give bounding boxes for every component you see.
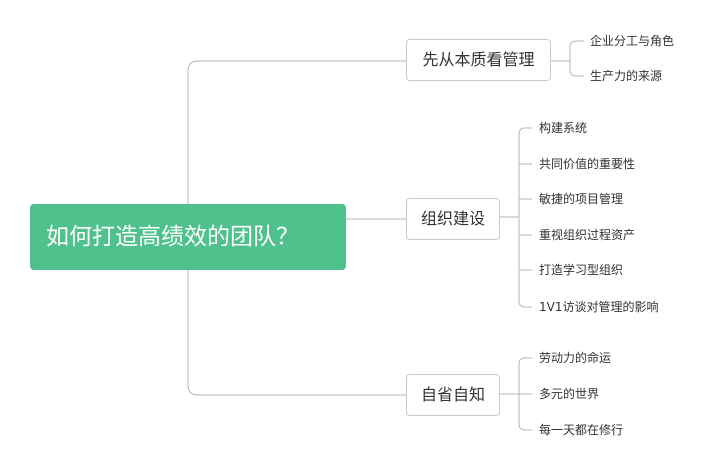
branch2-leaf-bracket bbox=[518, 127, 526, 308]
branch-topic-label: 组织建设 bbox=[420, 209, 485, 228]
subtopic[interactable]: 企业分工与角色 bbox=[590, 34, 675, 48]
subtopic[interactable]: 重视组织过程资产 bbox=[539, 228, 636, 242]
root-topic[interactable]: 如何打造高绩效的团队？ bbox=[30, 204, 346, 270]
subtopic[interactable]: 敏捷的项目管理 bbox=[539, 192, 624, 206]
branch-topic[interactable]: 组织建设 bbox=[406, 198, 500, 240]
subtopic[interactable]: 共同价值的重要性 bbox=[539, 157, 636, 171]
root-topic-label: 如何打造高绩效的团队？ bbox=[46, 224, 299, 250]
branch-topic[interactable]: 先从本质看管理 bbox=[406, 39, 551, 81]
branch-topic-label: 自省自知 bbox=[420, 385, 485, 404]
subtopic[interactable]: 打造学习型组织 bbox=[539, 263, 624, 277]
subtopic[interactable]: 1V1访谈对管理的影响 bbox=[539, 300, 659, 314]
branch-topic-label: 先从本质看管理 bbox=[422, 50, 535, 69]
subtopic[interactable]: 劳动力的命运 bbox=[539, 351, 612, 365]
subtopic[interactable]: 多元的世界 bbox=[539, 387, 600, 401]
branch-topic[interactable]: 自省自知 bbox=[406, 374, 500, 416]
subtopic[interactable]: 每一天都在修行 bbox=[539, 423, 624, 437]
subtopic[interactable]: 生产力的来源 bbox=[590, 69, 663, 83]
branch1-leaf-bracket bbox=[569, 40, 577, 77]
subtopic[interactable]: 构建系统 bbox=[539, 121, 588, 135]
